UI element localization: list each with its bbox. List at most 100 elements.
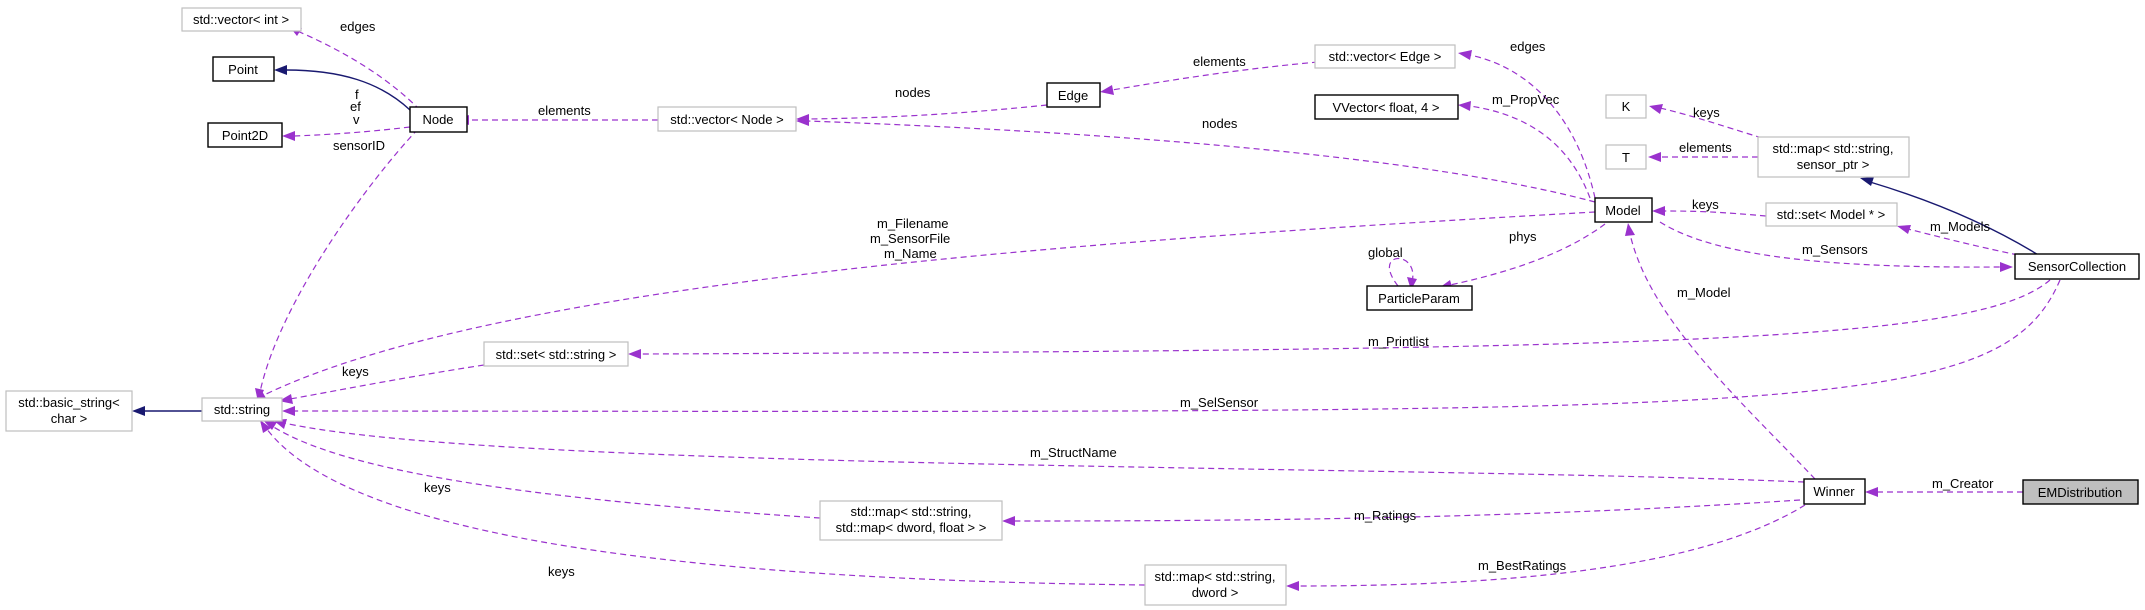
edge-label-global: global xyxy=(1368,245,1403,260)
node-label: Node xyxy=(422,112,453,127)
node-label: Point xyxy=(228,62,258,77)
edge-label-phys: phys xyxy=(1509,229,1537,244)
edge-label-edges-vector-int: edges xyxy=(340,19,376,34)
edge-label-nodes-vector-node: nodes xyxy=(895,85,931,100)
edge-sensorcollection-string xyxy=(282,279,2061,416)
edge-label-m-creator: m_Creator xyxy=(1932,476,1994,491)
edge-sensorcollection-set-model xyxy=(1897,225,2019,256)
edge-winner-map-best xyxy=(1286,504,1806,591)
edge-set-model-model xyxy=(1652,206,1767,217)
node-label: T xyxy=(1622,150,1630,165)
edge-label-v: v xyxy=(353,112,360,127)
node-std-map-ratings[interactable]: std::map< std::string, std::map< dword, … xyxy=(819,500,1003,541)
edge-label-m-selsensor: m_SelSensor xyxy=(1180,395,1259,410)
node-label: Point2D xyxy=(222,128,268,143)
edge-sensorcollection-set-string xyxy=(628,279,2051,359)
edge-label-sensor-id: sensorID xyxy=(333,138,385,153)
edge-model-vector-node xyxy=(796,116,1596,203)
edge-label-keys-model: keys xyxy=(1692,197,1719,212)
edge-vector-edge-edge xyxy=(1100,61,1319,95)
node-vvector[interactable]: VVector< float, 4 > xyxy=(1314,94,1459,120)
node-label: VVector< float, 4 > xyxy=(1333,100,1440,115)
edge-label-elements-t: elements xyxy=(1679,140,1732,155)
node-sensor-collection[interactable]: SensorCollection xyxy=(2014,253,2140,280)
node-label: std::vector< int > xyxy=(193,12,289,27)
edge-label-ef: ef xyxy=(350,99,361,114)
edge-winner-map-ratings xyxy=(1002,499,1801,526)
edge-label-keys-k: keys xyxy=(1693,105,1720,120)
node-std-vector-node[interactable]: std::vector< Node > xyxy=(657,106,797,132)
node-label-line2: dword > xyxy=(1192,585,1239,600)
node-point2d[interactable]: Point2D xyxy=(207,122,283,148)
node-node[interactable]: Node xyxy=(409,106,468,133)
edge-label-m-model: m_Model xyxy=(1677,285,1731,300)
edge-label-m-sensors: m_Sensors xyxy=(1802,242,1868,257)
node-t[interactable]: T xyxy=(1605,144,1647,170)
node-std-vector-int[interactable]: std::vector< int > xyxy=(181,7,302,32)
edge-label-f: f xyxy=(355,87,359,102)
node-label: std::vector< Edge > xyxy=(1329,49,1442,64)
node-label-line1: std::map< std::string, xyxy=(1772,141,1893,156)
node-label: Edge xyxy=(1058,88,1088,103)
node-label-line1: std::basic_string< xyxy=(18,395,120,410)
edge-label-edges-vector-edge: edges xyxy=(1510,39,1546,54)
node-edge[interactable]: Edge xyxy=(1046,82,1101,108)
node-label: SensorCollection xyxy=(2028,259,2126,274)
edge-label-m-bestratings: m_BestRatings xyxy=(1478,558,1567,573)
edge-label-m-filename: m_Filename xyxy=(877,216,949,231)
edge-label-m-models: m_Models xyxy=(1930,219,1990,234)
edge-label-keys-ratings: keys xyxy=(424,480,451,495)
edge-node-point2d xyxy=(282,126,411,141)
edge-emdistribution-winner xyxy=(1865,487,2023,497)
edge-label-keys-set-string: keys xyxy=(342,364,369,379)
node-std-string[interactable]: std::string xyxy=(201,397,283,422)
edge-label-elements-edge: elements xyxy=(1193,54,1246,69)
edge-node-to-point xyxy=(274,65,411,111)
edge-edge-vector-node xyxy=(796,104,1048,124)
node-model[interactable]: Model xyxy=(1594,197,1653,223)
edge-string-to-basic-string xyxy=(132,406,202,416)
node-std-set-string[interactable]: std::set< std::string > xyxy=(483,341,629,367)
node-label: EMDistribution xyxy=(2038,485,2123,500)
edge-sensorcollection-to-map-sensor xyxy=(1860,177,2041,257)
edge-winner-model xyxy=(1625,223,1816,480)
edge-map-ratings-string xyxy=(263,420,821,519)
node-label: std::vector< Node > xyxy=(670,112,783,127)
edge-sensorcollection-model xyxy=(1659,221,2013,272)
edge-label-keys-best: keys xyxy=(548,564,575,579)
edge-model-vector-edge xyxy=(1458,50,1596,199)
edge-model-vvector xyxy=(1458,101,1591,199)
node-label: Winner xyxy=(1813,484,1855,499)
node-label: std::set< std::string > xyxy=(496,347,617,362)
node-std-map-best[interactable]: std::map< std::string, dword > xyxy=(1144,564,1287,606)
node-label: ParticleParam xyxy=(1378,291,1460,306)
node-winner[interactable]: Winner xyxy=(1803,478,1866,505)
node-label-line1: std::map< std::string, xyxy=(1154,569,1275,584)
node-std-set-model[interactable]: std::set< Model * > xyxy=(1765,202,1898,227)
node-label-line2: std::map< dword, float > > xyxy=(836,520,987,535)
node-label-line2: sensor_ptr > xyxy=(1797,157,1870,172)
edge-label-m-name: m_Name xyxy=(884,246,937,261)
edge-set-string-string xyxy=(279,364,485,404)
node-label: Model xyxy=(1605,203,1641,218)
edge-label-m-ratings: m_Ratings xyxy=(1354,508,1417,523)
node-em-distribution[interactable]: EMDistribution xyxy=(2022,479,2139,505)
node-std-basic-string[interactable]: std::basic_string< char > xyxy=(5,390,133,432)
edge-label-nodes-model: nodes xyxy=(1202,116,1238,131)
node-label-line1: std::map< std::string, xyxy=(850,504,971,519)
node-std-vector-edge[interactable]: std::vector< Edge > xyxy=(1314,44,1456,69)
node-particle-param[interactable]: ParticleParam xyxy=(1366,285,1473,311)
edge-label-m-structname: m_StructName xyxy=(1030,445,1117,460)
edge-particleparam-self xyxy=(1388,257,1417,290)
edge-node-string xyxy=(255,128,419,402)
node-point[interactable]: Point xyxy=(212,56,275,82)
node-std-map-sensor[interactable]: std::map< std::string, sensor_ptr > xyxy=(1757,136,1910,178)
edge-map-best-string xyxy=(260,420,1146,586)
edge-label-m-propvec: m_PropVec xyxy=(1492,92,1560,107)
edge-map-sensor-k xyxy=(1649,104,1763,139)
node-k[interactable]: K xyxy=(1605,94,1647,119)
edge-label-elements-vector-node: elements xyxy=(538,103,591,118)
node-label-line2: char > xyxy=(51,411,88,426)
node-label: K xyxy=(1622,99,1631,114)
